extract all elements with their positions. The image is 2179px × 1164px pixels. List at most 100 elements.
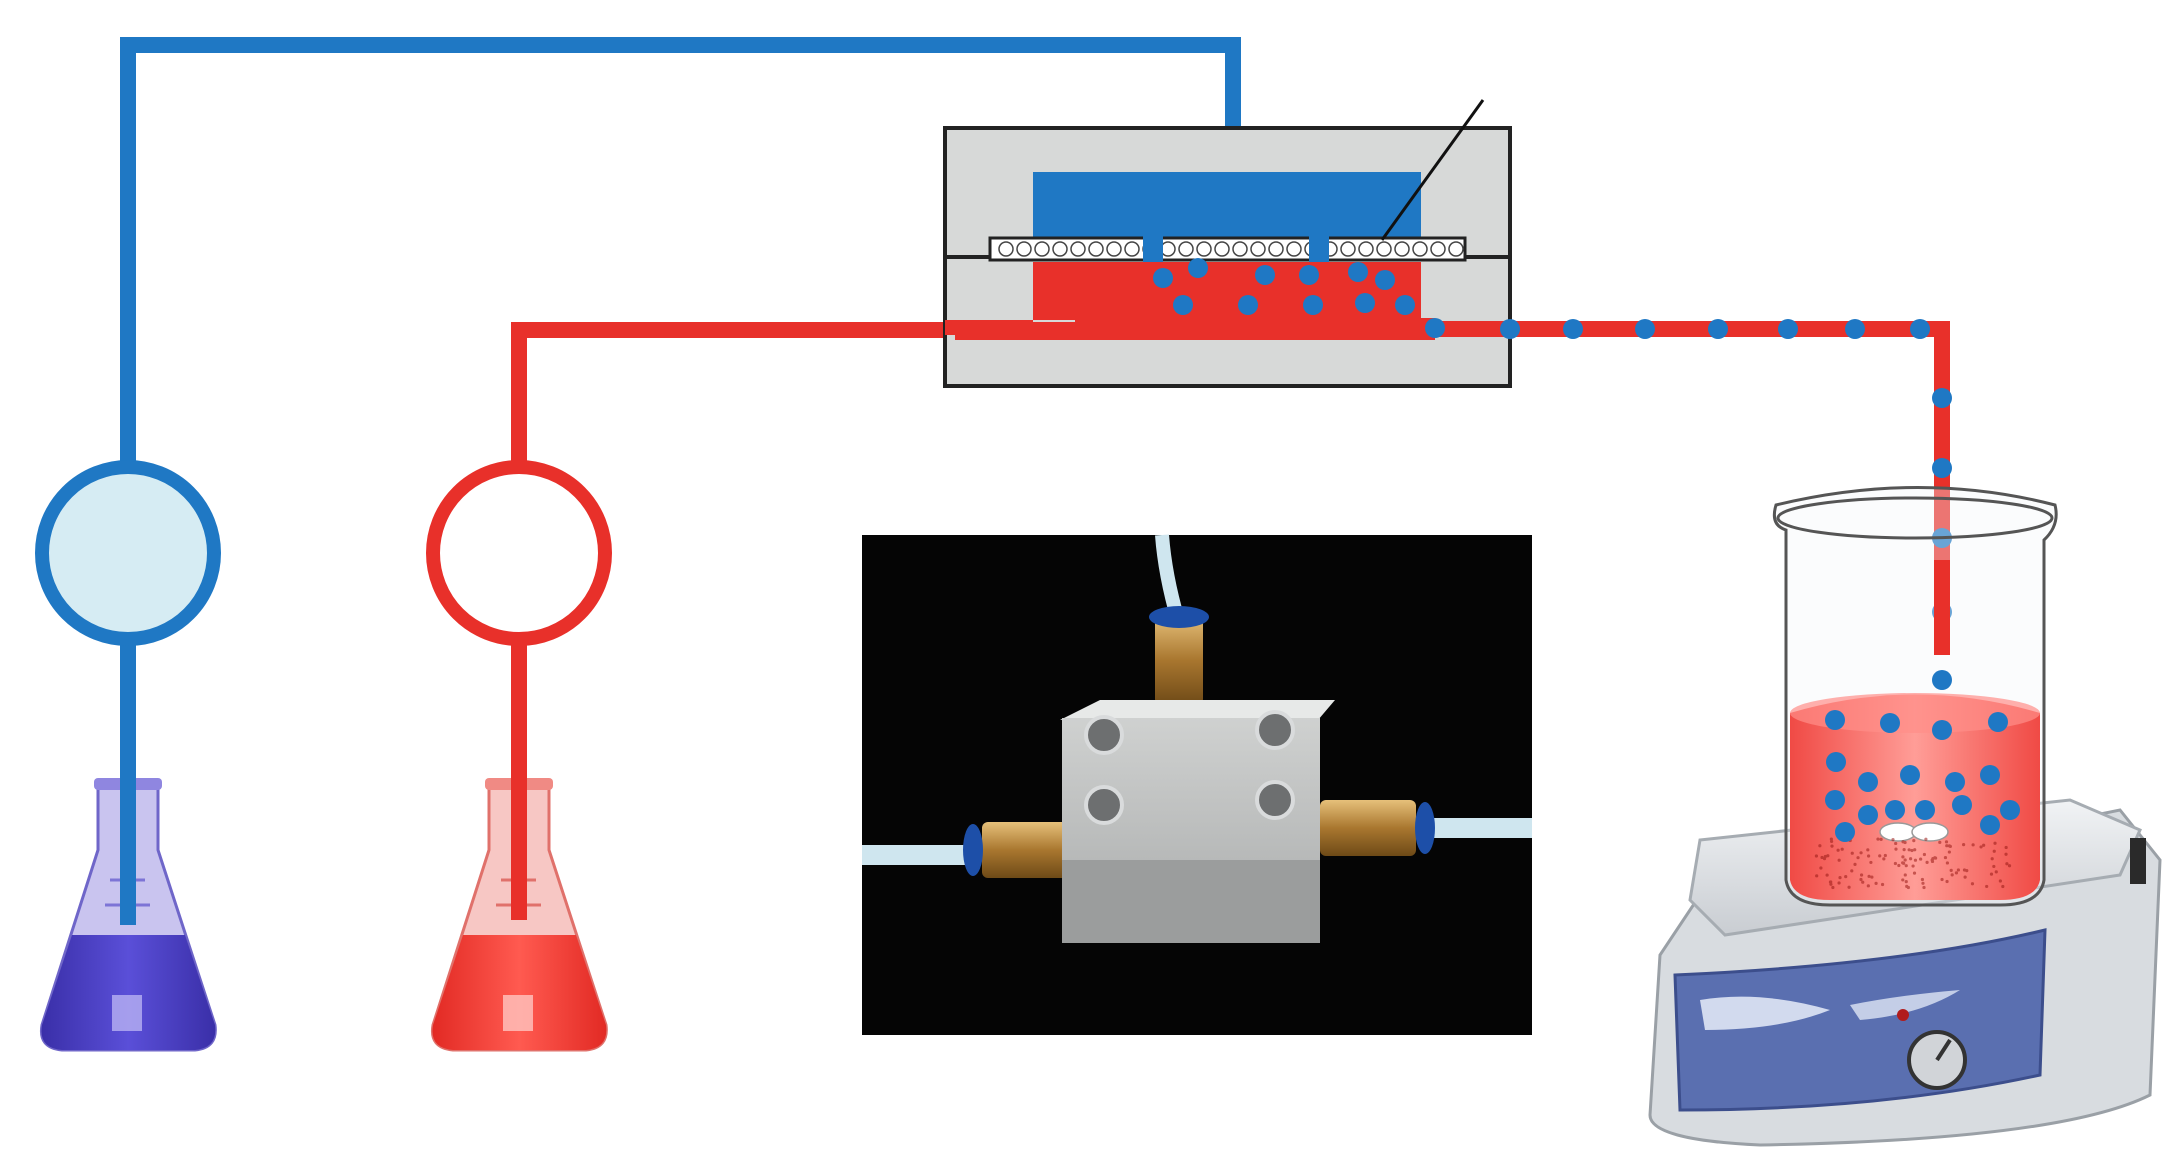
stir-particle xyxy=(1837,881,1841,885)
droplet xyxy=(1932,720,1952,740)
stir-particle xyxy=(1901,861,1905,865)
stir-particle xyxy=(1909,857,1913,861)
stir-particle xyxy=(1949,868,1953,872)
stir-particle xyxy=(2001,884,2005,889)
droplet xyxy=(1825,790,1845,810)
stir-particle xyxy=(1903,858,1907,862)
stir-particle xyxy=(1906,885,1910,890)
droplet xyxy=(1885,800,1905,820)
membrane-pore xyxy=(1052,241,1068,257)
stir-particle xyxy=(1921,881,1925,885)
droplet xyxy=(1980,765,2000,785)
stir-particle xyxy=(1847,885,1851,889)
membrane-pore xyxy=(1016,241,1032,257)
stir-particle xyxy=(1874,881,1878,885)
droplet xyxy=(1932,388,1952,408)
stir-particle xyxy=(1830,844,1834,848)
stir-particle xyxy=(1962,868,1967,872)
droplet xyxy=(1563,319,1583,339)
stir-particle xyxy=(1823,854,1827,859)
droplet xyxy=(1858,805,1878,825)
droplet xyxy=(1835,822,1855,842)
stir-particle xyxy=(1861,880,1865,884)
stir-particle xyxy=(1829,837,1833,841)
continuous-phase-pump-icon xyxy=(426,460,612,646)
stir-particle xyxy=(1866,848,1870,852)
stir-particle xyxy=(1880,882,1885,887)
stir-particle xyxy=(1956,868,1960,872)
stir-particle xyxy=(1998,879,2002,883)
stir-particle xyxy=(1878,854,1882,858)
stir-particle xyxy=(1867,874,1871,878)
stir-particle xyxy=(1866,854,1871,858)
stir-particle xyxy=(1945,844,1949,848)
stir-particle xyxy=(1859,873,1864,877)
stir-particle xyxy=(1912,839,1916,843)
stir-particle xyxy=(1829,839,1834,844)
droplet xyxy=(1880,713,1900,733)
membrane-leader-line xyxy=(1380,99,1485,241)
stir-particle xyxy=(1815,874,1819,878)
stir-particle xyxy=(1963,875,1967,879)
membrane-module-icon xyxy=(943,99,1512,388)
stir-particle xyxy=(1904,864,1908,868)
stir-particle xyxy=(1920,877,1925,882)
droplet xyxy=(1255,265,1275,285)
stir-particle xyxy=(1897,863,1901,868)
stir-particle xyxy=(1924,837,1928,841)
droplet xyxy=(1238,295,1258,315)
stir-particle xyxy=(1985,884,1989,889)
stir-particle xyxy=(1901,878,1905,882)
stir-particle xyxy=(1930,859,1935,864)
droplet xyxy=(1825,710,1845,730)
stir-particle xyxy=(1838,876,1842,880)
stir-particle xyxy=(1859,877,1863,882)
membrane-pore xyxy=(1250,241,1266,257)
stir-particle xyxy=(1940,877,1944,882)
stir-particle xyxy=(1904,880,1908,884)
stir-particle xyxy=(1943,855,1948,860)
stir-particle xyxy=(1836,848,1840,852)
membrane-pore xyxy=(1412,241,1428,257)
stir-particle xyxy=(2007,864,2012,868)
membrane-pore xyxy=(1430,241,1446,257)
membrane-pore xyxy=(1448,241,1464,257)
droplet xyxy=(1945,772,1965,792)
droplet xyxy=(1153,268,1173,288)
stir-particle xyxy=(1944,840,1949,844)
stir-particle xyxy=(1982,843,1986,847)
stir-particle xyxy=(1922,852,1927,857)
stir-particle xyxy=(1894,847,1898,851)
membrane-pore xyxy=(1196,241,1212,257)
stir-particle xyxy=(2004,852,2008,856)
membrane-pore xyxy=(1268,241,1284,257)
stir-particle xyxy=(1826,854,1830,858)
droplet xyxy=(2000,800,2020,820)
droplet xyxy=(1635,319,1655,339)
stir-particle xyxy=(1831,885,1835,890)
stir-particle xyxy=(1948,844,1952,849)
membrane-pore xyxy=(998,241,1014,257)
droplet xyxy=(1845,319,1865,339)
membrane-pore xyxy=(1286,241,1302,257)
collection-beaker-icon xyxy=(1772,486,2058,907)
stir-particle xyxy=(1950,873,1954,877)
droplet xyxy=(1188,258,1208,278)
droplet xyxy=(1932,670,1952,690)
droplet xyxy=(1395,295,1415,315)
membrane-module-photo xyxy=(862,534,1532,1035)
stir-particle xyxy=(1912,871,1917,875)
stir-particle xyxy=(1913,858,1918,862)
stir-particle xyxy=(1922,885,1926,890)
droplet xyxy=(1425,318,1445,338)
stir-particle xyxy=(1891,837,1895,842)
stir-particle xyxy=(1907,848,1911,852)
membrane-pore xyxy=(1106,241,1122,257)
stir-particle xyxy=(1876,837,1880,841)
stir-particle xyxy=(1840,847,1844,851)
membrane-pore xyxy=(1376,241,1392,257)
droplets-in-beaker xyxy=(1825,670,2020,842)
membrane-pore xyxy=(1358,241,1374,257)
droplet xyxy=(1375,270,1395,290)
